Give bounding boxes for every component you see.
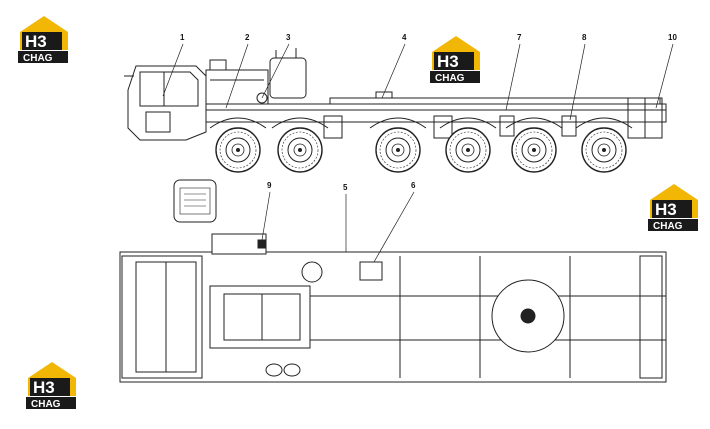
chassis (205, 103, 667, 123)
callout-4: 4 (402, 33, 407, 42)
callout-1: 1 (180, 33, 185, 42)
h3-house-icon: H3 CHAG (648, 184, 698, 232)
watermark-logo-right: H3 CHAG (646, 180, 708, 232)
svg-text:CHAG: CHAG (653, 221, 683, 232)
callout-5: 5 (343, 183, 348, 192)
callouts: 1 2 3 4 7 8 10 9 5 6 (180, 33, 677, 192)
svg-text:H3: H3 (25, 32, 47, 51)
callout-3: 3 (286, 33, 291, 42)
callout-7: 7 (517, 33, 522, 42)
svg-text:CHAG: CHAG (435, 73, 465, 84)
top-view (119, 233, 667, 383)
svg-text:CHAG: CHAG (31, 399, 61, 410)
callout-8: 8 (582, 33, 587, 42)
svg-text:H3: H3 (655, 200, 677, 219)
svg-text:H3: H3 (437, 52, 459, 71)
watermark-logo-bottom-left: H3 CHAG (24, 358, 86, 410)
side-view (124, 48, 667, 141)
side-view-wheels (215, 127, 627, 173)
callout-9: 9 (267, 181, 272, 190)
h3-house-icon: H3 CHAG (18, 16, 68, 64)
h3-house-icon: H3 CHAG (26, 362, 76, 410)
cab (127, 65, 207, 141)
leader-lines (162, 43, 674, 263)
callout-2: 2 (245, 33, 250, 42)
svg-text:H3: H3 (33, 378, 55, 397)
data-plate (173, 179, 217, 223)
callout-6: 6 (411, 181, 416, 190)
tank (269, 57, 307, 99)
svg-text:CHAG: CHAG (23, 53, 53, 64)
callout-10: 10 (668, 33, 677, 42)
h3-house-icon: H3 CHAG (430, 36, 480, 84)
watermark-logo-top-center: H3 CHAG (428, 32, 490, 84)
watermark-logo-top-left: H3 CHAG (16, 12, 78, 64)
